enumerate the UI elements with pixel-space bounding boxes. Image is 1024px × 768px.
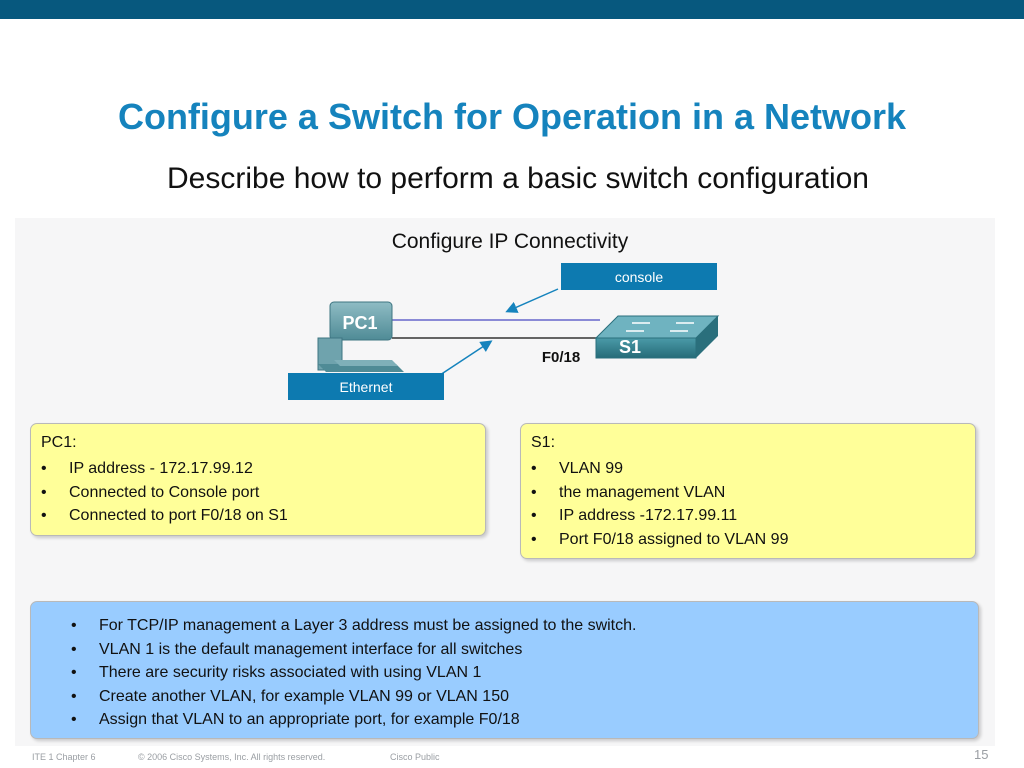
ethernet-label: Ethernet: [288, 373, 444, 400]
list-item: Connected to port F0/18 on S1: [31, 504, 288, 528]
s1-heading: S1:: [531, 434, 556, 451]
slide-title: Configure a Switch for Operation in a Ne…: [117, 96, 907, 137]
pc1-heading: PC1:: [41, 434, 77, 451]
page-number: 15: [974, 747, 989, 762]
list-item: IP address -172.17.99.11: [521, 504, 788, 528]
pc1-list: IP address - 172.17.99.12 Connected to C…: [31, 457, 288, 528]
diagram-title: Configure IP Connectivity: [391, 230, 629, 253]
list-item: Create another VLAN, for example VLAN 99…: [31, 685, 636, 709]
s1-list: VLAN 99 the management VLAN IP address -…: [521, 457, 788, 551]
list-item: the management VLAN: [521, 481, 788, 505]
list-item: Port F0/18 assigned to VLAN 99: [521, 528, 788, 552]
vlan-notes-list: For TCP/IP management a Layer 3 address …: [31, 614, 636, 732]
slide-subtitle: Describe how to perform a basic switch c…: [167, 162, 869, 195]
list-item: VLAN 1 is the default management interfa…: [31, 638, 636, 662]
list-item: VLAN 99: [521, 457, 788, 481]
list-item: There are security risks associated with…: [31, 661, 636, 685]
pc1-info-box: PC1: IP address - 172.17.99.12 Connected…: [30, 423, 486, 536]
footer-course: ITE 1 Chapter 6: [32, 752, 96, 762]
list-item: For TCP/IP management a Layer 3 address …: [31, 614, 636, 638]
list-item: Connected to Console port: [31, 481, 288, 505]
vlan-notes-box: For TCP/IP management a Layer 3 address …: [30, 601, 979, 739]
list-item: IP address - 172.17.99.12: [31, 457, 288, 481]
top-bar: [0, 0, 1024, 19]
footer-classification: Cisco Public: [390, 752, 440, 762]
s1-info-box: S1: VLAN 99 the management VLAN IP addre…: [520, 423, 976, 559]
footer-copyright: © 2006 Cisco Systems, Inc. All rights re…: [138, 752, 326, 762]
console-label: console: [561, 263, 717, 290]
list-item: Assign that VLAN to an appropriate port,…: [31, 708, 636, 732]
